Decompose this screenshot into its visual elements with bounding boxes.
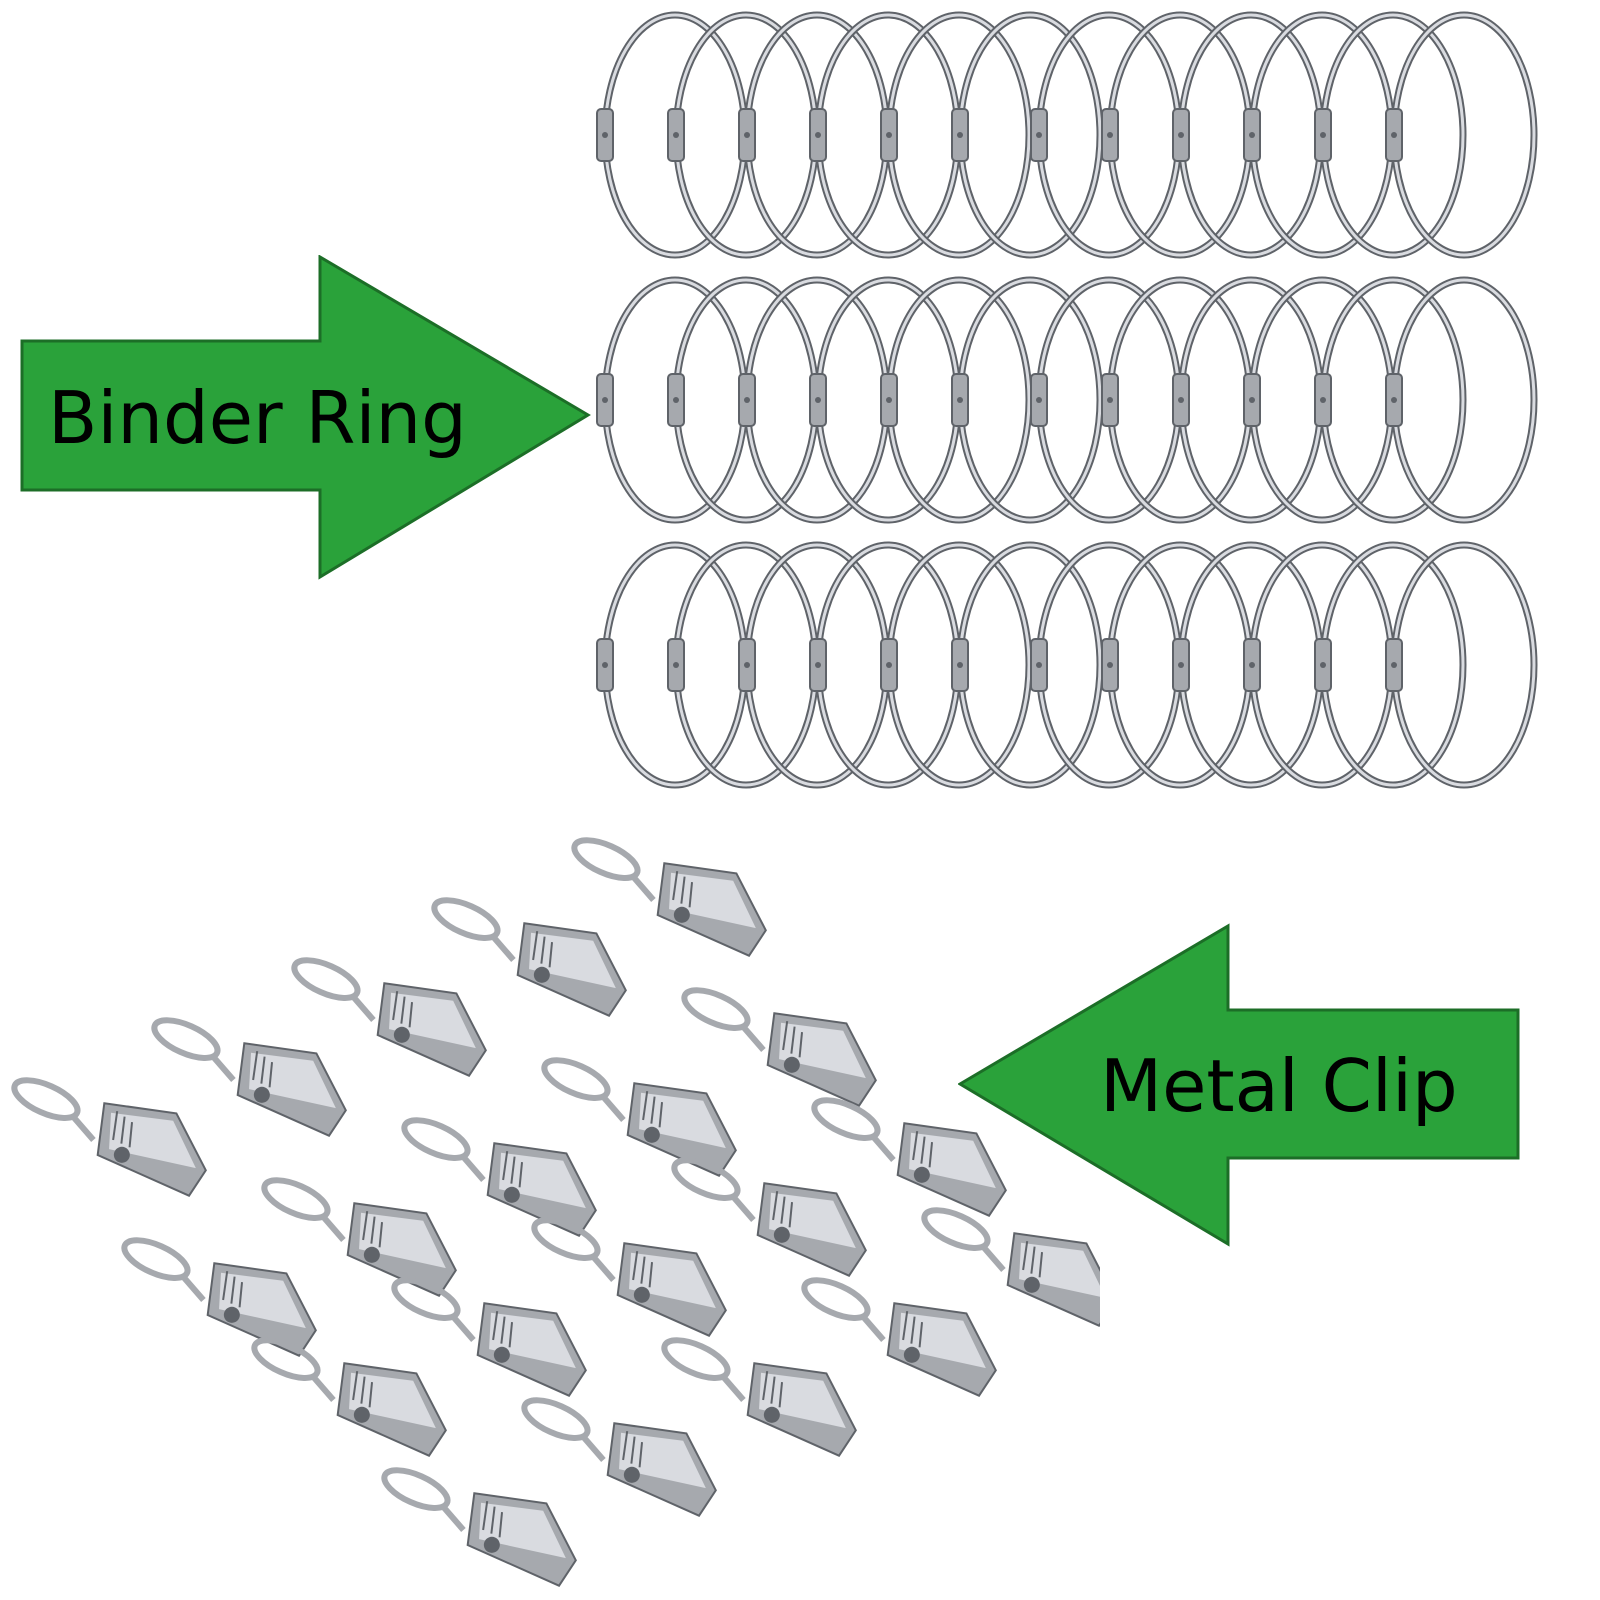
metal-clip-label: Metal Clip xyxy=(1100,1044,1458,1128)
binder-rings-photo xyxy=(596,11,1538,789)
metal-clip xyxy=(671,1157,867,1277)
binder-ring xyxy=(1385,11,1538,259)
metal-clip xyxy=(571,837,767,957)
binder-ring xyxy=(1314,11,1467,259)
metal-clip xyxy=(801,1277,997,1397)
arrow-left-icon xyxy=(958,923,1520,1247)
metal-clip xyxy=(121,1237,317,1357)
arrow-right-icon xyxy=(20,255,591,580)
binder-ring xyxy=(951,11,1104,259)
metal-clip xyxy=(291,957,487,1077)
binder-ring xyxy=(1385,276,1538,524)
binder-ring xyxy=(596,276,749,524)
arrow-right-shape xyxy=(20,255,591,580)
binder-ring xyxy=(1314,276,1467,524)
metal-clip xyxy=(811,1097,1007,1217)
binder-ring-label: Binder Ring xyxy=(48,376,467,460)
metal-clip xyxy=(681,987,877,1107)
binder-ring xyxy=(951,541,1104,789)
metal-clips-photo xyxy=(11,837,1100,1587)
metal-clip xyxy=(531,1217,727,1337)
binder-ring xyxy=(1314,541,1467,789)
metal-clip xyxy=(381,1467,577,1587)
metal-clip xyxy=(151,1017,347,1137)
metal-clip xyxy=(431,897,627,1017)
metal-clip xyxy=(391,1277,587,1397)
binder-ring xyxy=(880,11,1033,259)
binder-ring xyxy=(880,276,1033,524)
metal-clip xyxy=(661,1337,857,1457)
metal-clip xyxy=(921,1207,1100,1327)
metal-clip xyxy=(541,1057,737,1177)
metal-clip xyxy=(521,1397,717,1517)
metal-clip xyxy=(251,1337,447,1457)
arrow-left-shape xyxy=(958,923,1520,1247)
metal-clip xyxy=(11,1077,207,1197)
binder-ring xyxy=(880,541,1033,789)
metal-clip xyxy=(261,1177,457,1297)
binder-ring xyxy=(951,276,1104,524)
binder-ring xyxy=(1385,541,1538,789)
metal-clip xyxy=(401,1117,597,1237)
